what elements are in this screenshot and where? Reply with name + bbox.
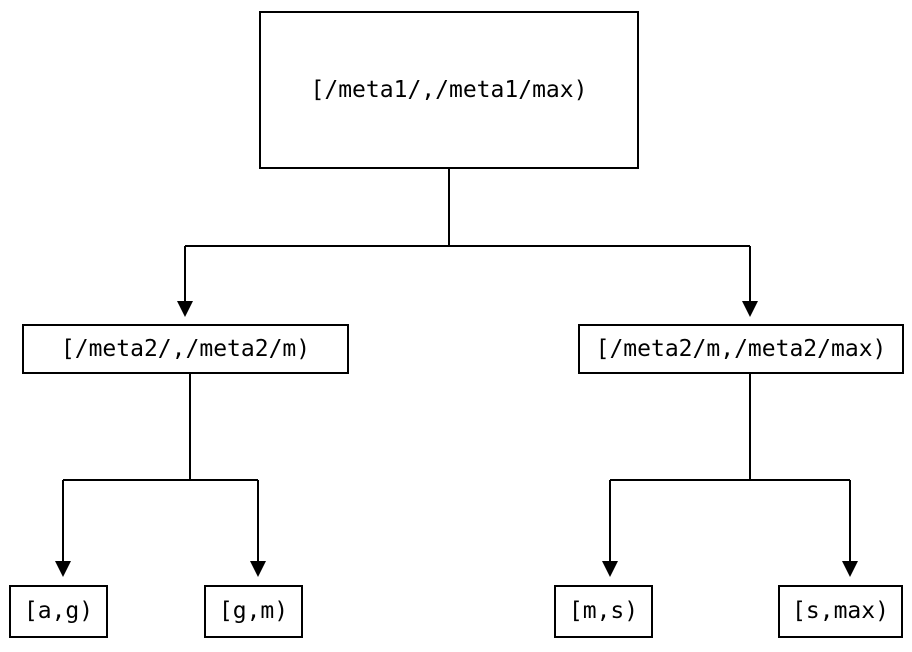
- arrowhead-icon: [250, 561, 266, 577]
- arrowhead-icon: [55, 561, 71, 577]
- arrowhead-icon: [177, 301, 193, 317]
- tree-node-label: [/meta1/,/meta1/max): [310, 76, 588, 103]
- edge-root-to-level1: [177, 169, 758, 317]
- tree-node-root[interactable]: [/meta1/,/meta1/max): [259, 11, 639, 169]
- tree-node-label: [s,max): [792, 598, 889, 624]
- tree-node-leaf-a-g[interactable]: [a,g): [9, 585, 108, 638]
- arrowhead-icon: [742, 301, 758, 317]
- tree-node-label: [m,s): [568, 598, 639, 624]
- tree-node-leaf-s-max[interactable]: [s,max): [778, 585, 903, 638]
- tree-node-label: [g,m): [218, 598, 289, 624]
- tree-node-leaf-m-s[interactable]: [m,s): [554, 585, 653, 638]
- edge-midleft-to-leaves: [55, 374, 266, 577]
- tree-node-label: [/meta2/,/meta2/m): [60, 335, 311, 362]
- arrowhead-icon: [602, 561, 618, 577]
- tree-node-mid-left[interactable]: [/meta2/,/meta2/m): [22, 324, 349, 374]
- tree-node-mid-right[interactable]: [/meta2/m,/meta2/max): [578, 324, 904, 374]
- tree-node-label: [/meta2/m,/meta2/max): [595, 335, 887, 362]
- tree-node-label: [a,g): [23, 598, 94, 624]
- arrowhead-icon: [842, 561, 858, 577]
- edge-midright-to-leaves: [602, 374, 858, 577]
- tree-node-leaf-g-m[interactable]: [g,m): [204, 585, 303, 638]
